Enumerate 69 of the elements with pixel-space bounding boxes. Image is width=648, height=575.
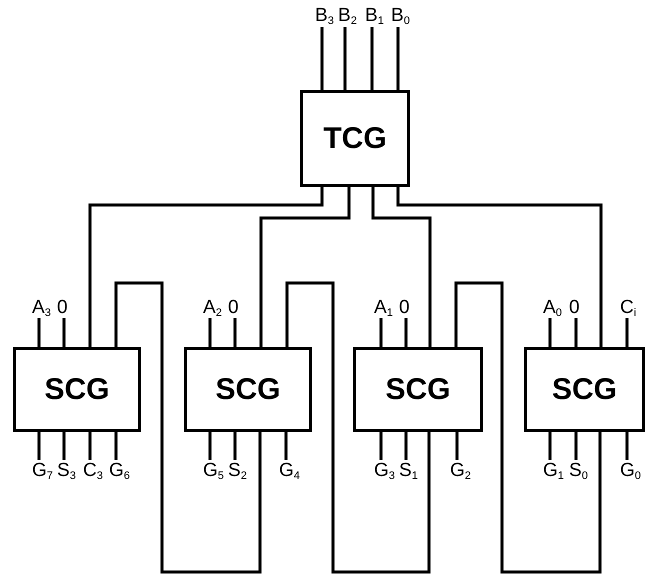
wire <box>380 432 382 460</box>
wire <box>548 432 552 460</box>
wire <box>574 432 578 460</box>
pin-label: S$_{0}$ <box>569 461 588 480</box>
wire <box>38 432 40 460</box>
pin-label: G$_{7}$ <box>32 461 53 480</box>
pin-label: G$_{2}$ <box>450 461 471 480</box>
wire <box>344 27 346 90</box>
pin-label: G$_{6}$ <box>109 461 130 480</box>
pin-label: S$_{3}$ <box>57 461 76 480</box>
pin-label: A$_{1}$ <box>374 298 393 317</box>
pin-label: B$_{2}$ <box>338 6 357 25</box>
wire <box>114 432 118 460</box>
pin-label: B$_{1}$ <box>365 6 384 25</box>
block-box <box>13 347 141 432</box>
wire <box>114 282 262 574</box>
pin-label: A$_{2}$ <box>203 298 222 317</box>
pin-label: 0 <box>228 298 239 317</box>
block-label: TCG <box>323 124 387 154</box>
wire <box>260 187 350 347</box>
wire <box>62 318 66 347</box>
pin-label: G$_{0}$ <box>620 461 641 480</box>
wire <box>88 187 324 347</box>
block-label: SCG <box>385 374 450 404</box>
wire <box>396 187 602 347</box>
pin-label: 0 <box>569 298 580 317</box>
wire <box>454 282 602 574</box>
wire <box>404 318 408 347</box>
wire <box>404 432 408 460</box>
wire <box>234 432 236 460</box>
wire <box>284 432 288 460</box>
wire <box>396 27 400 90</box>
pin-label: A$_{0}$ <box>543 298 562 317</box>
wire <box>208 432 212 460</box>
block-box <box>300 90 410 187</box>
wire <box>574 318 578 347</box>
pin-label: B$_{0}$ <box>391 6 410 25</box>
pin-label: G$_{4}$ <box>279 461 300 480</box>
wire <box>626 318 628 347</box>
block-label: SCG <box>44 374 110 404</box>
block-label: SCG <box>215 374 280 404</box>
pin-label: 0 <box>399 298 410 317</box>
pin-label: 0 <box>57 298 68 317</box>
pin-label: S$_{1}$ <box>399 461 418 480</box>
pin-label: C$_{i}$ <box>620 298 636 317</box>
pin-label: C$_{3}$ <box>83 461 103 480</box>
wire <box>62 432 66 460</box>
wire <box>370 27 374 90</box>
wire <box>372 187 432 347</box>
wire <box>456 432 458 460</box>
wire <box>208 318 212 347</box>
block-box <box>184 347 312 432</box>
wire <box>626 432 628 460</box>
pin-label: G$_{5}$ <box>203 461 224 480</box>
block-box <box>524 347 645 432</box>
wire <box>234 318 236 347</box>
pin-label: G$_{3}$ <box>374 461 395 480</box>
wire <box>548 318 552 347</box>
wire <box>88 432 92 460</box>
pin-label: B$_{3}$ <box>315 6 334 25</box>
pin-label: A$_{3}$ <box>32 298 51 317</box>
wire <box>286 282 430 574</box>
block-box <box>353 347 483 432</box>
pin-label: S$_{2}$ <box>228 461 247 480</box>
wire <box>320 27 324 90</box>
pin-label: G$_{1}$ <box>543 461 564 480</box>
block-label: SCG <box>552 374 617 404</box>
wire <box>38 318 40 347</box>
wire <box>380 318 382 347</box>
